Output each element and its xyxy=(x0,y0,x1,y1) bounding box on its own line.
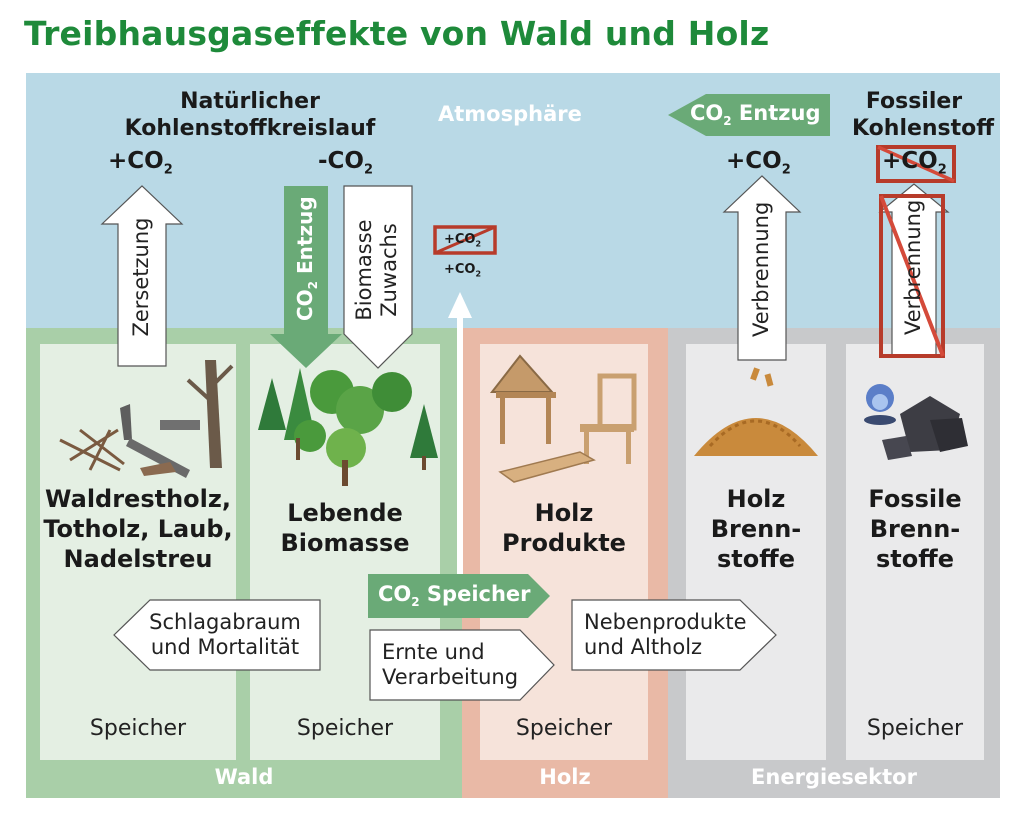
small-cross-line xyxy=(434,225,496,255)
co2-entzug-vertical-label: CO2 Entzug xyxy=(293,196,320,321)
page-title: Treibhausgaseffekte von Wald und Holz xyxy=(24,14,770,53)
verbrennung-wood-arrow xyxy=(722,175,802,361)
box-holz-brennstoffe xyxy=(686,344,826,760)
speicher-label-wald-2: Speicher xyxy=(296,716,394,741)
wood-products-illustration xyxy=(489,354,637,483)
thin-up-arrow-shaft xyxy=(457,314,463,614)
nebenprodukte-label: Nebenprodukte und Altholz xyxy=(584,610,747,659)
small-crossed-co2: +CO2 xyxy=(444,232,482,249)
schlagabraum-arrow xyxy=(113,599,321,671)
coal-illustration xyxy=(864,384,968,460)
ernte-label: Ernte und Verarbeitung xyxy=(382,640,519,689)
speicher-label-wald-1: Speicher xyxy=(89,716,187,741)
holz-produkte-label: Holz Produkte xyxy=(502,499,626,557)
fossil-verbrennung-cross-line xyxy=(879,195,945,357)
small-crossed-box xyxy=(433,225,497,255)
zersetzung-arrow xyxy=(100,185,184,367)
plus-co2-fossil: +CO2 xyxy=(882,148,947,178)
schlagabraum-label: Schlagabraum und Mortalität xyxy=(149,610,301,659)
pellets-illustration xyxy=(694,367,818,456)
speicher-label-fossil: Speicher xyxy=(866,716,964,741)
plus-co2-left: +CO2 xyxy=(108,148,173,178)
natural-cycle-label: Natürlicher Kohlenstoffkreislauf xyxy=(100,88,400,142)
section-energie-label: Energiesektor xyxy=(751,765,917,789)
box-waldrestholz xyxy=(40,344,236,760)
natural-cycle-line: Natürlicher Kohlenstoffkreislauf xyxy=(124,89,376,141)
co2-speicher-arrow xyxy=(368,574,550,618)
fossil-co2-cross-line xyxy=(877,145,955,183)
plus-co2-wood-fuel: +CO2 xyxy=(726,148,791,178)
waldrestholz-label: Waldrestholz, Totholz, Laub, Nadelstreu xyxy=(43,485,233,573)
lebende-biomasse-label: Lebende Biomasse xyxy=(280,499,410,557)
co2-entzug-top-label: CO2 Entzug xyxy=(690,101,821,129)
thin-up-arrow-head xyxy=(448,292,472,318)
ernte-arrow xyxy=(369,629,555,701)
fossil-co2-cross-box xyxy=(876,145,956,183)
biomasse-zuwachs-label: Biomasse Zuwachs xyxy=(352,219,401,321)
zersetzung-label: Zersetzung xyxy=(129,217,153,337)
co2-speicher-label: CO2 Speicher xyxy=(378,582,531,610)
holz-brennstoffe-label: Holz Brenn- stoffe xyxy=(710,485,802,573)
minus-co2: -CO2 xyxy=(318,148,374,178)
biomasse-zuwachs-arrow xyxy=(343,185,413,369)
co2-entzug-vertical-arrow xyxy=(270,186,342,368)
fossil-verbrennung-cross-box xyxy=(879,194,945,358)
deadwood-illustration xyxy=(59,360,234,478)
section-holz-label: Holz xyxy=(539,765,591,789)
co2-entzug-top-arrow xyxy=(668,94,830,136)
nebenprodukte-arrow xyxy=(571,599,777,671)
verbrennung-fossil-label: Verbrennung xyxy=(901,199,925,335)
verbrennung-wood-label: Verbrennung xyxy=(749,201,773,337)
atmosphere-label: Atmosphäre xyxy=(438,102,582,126)
atmosphere-band xyxy=(26,73,1000,328)
fossil-carbon-label: Fossiler Kohlenstoff xyxy=(852,89,995,141)
small-plain-co2: +CO2 xyxy=(444,262,482,279)
section-wald-label: Wald xyxy=(214,765,274,789)
speicher-label-holz: Speicher xyxy=(515,716,613,741)
fossile-brennstoffe-label: Fossile Brenn- stoffe xyxy=(868,485,962,573)
trees-illustration xyxy=(258,368,438,486)
